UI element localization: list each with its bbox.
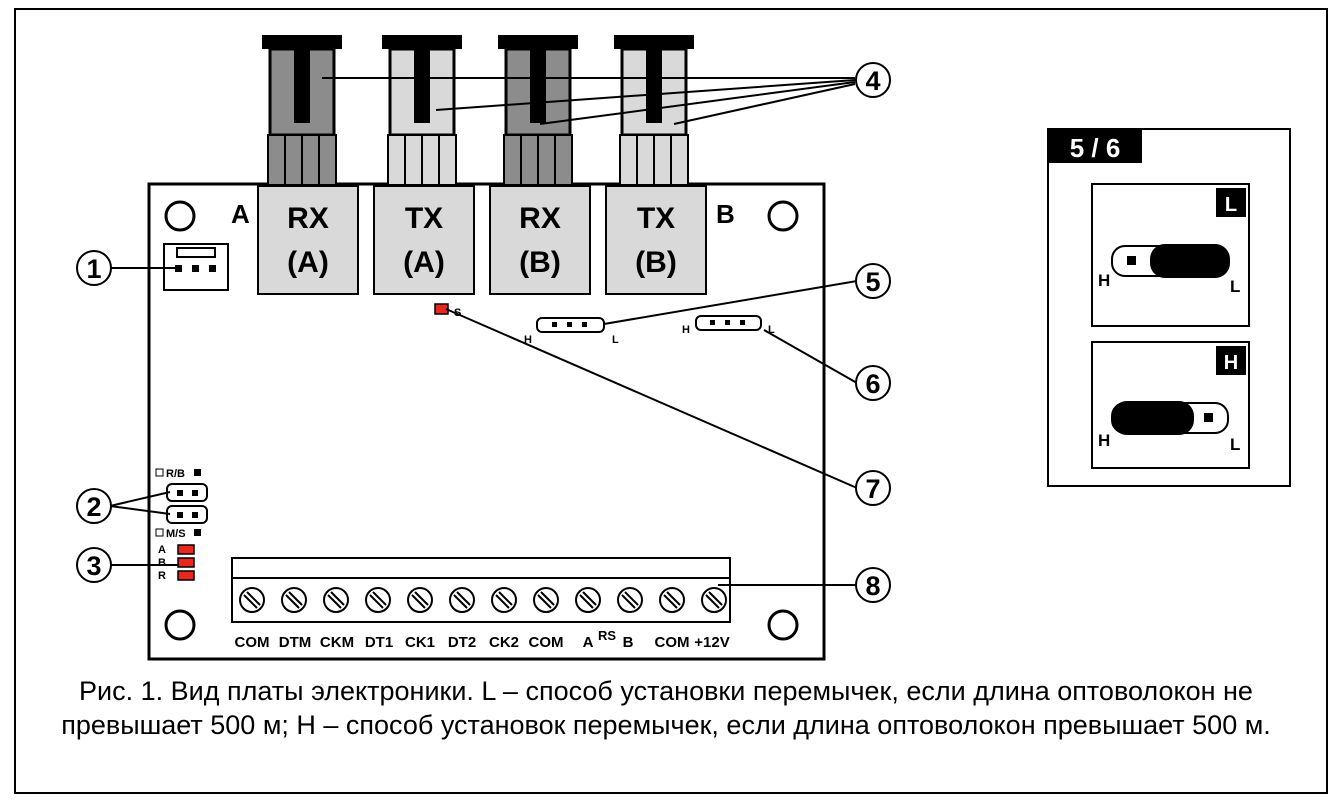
terminal-screw [533, 587, 559, 613]
jumper-6: H L [682, 315, 775, 336]
terminal-screw [323, 587, 349, 613]
svg-text:R: R [158, 570, 166, 582]
svg-text:6: 6 [865, 369, 880, 399]
port-rx-b: RX (B) [489, 185, 591, 295]
svg-text:8: 8 [865, 571, 880, 601]
svg-text:R/B: R/B [166, 468, 185, 480]
svg-text:5: 5 [865, 267, 880, 297]
svg-text:L: L [1230, 435, 1240, 454]
svg-text:DT2: DT2 [448, 634, 476, 651]
figure-frame [14, 8, 1328, 794]
port-rx-b-channel: (B) [519, 246, 561, 279]
terminal-screw [575, 587, 601, 613]
inset-title: 5 / 6 [1070, 133, 1121, 163]
inset-panel-h: H H L [1091, 341, 1250, 469]
mounting-hole-bottom-right [767, 609, 799, 641]
port-tx-b-channel: (B) [635, 246, 677, 279]
callout-7: 7 [855, 470, 891, 506]
port-rx-a-name: RX [287, 202, 329, 235]
terminal-labels: COM DTM CKM DT1 CK1 DT2 CK2 COM A RS B C… [235, 628, 730, 651]
svg-text:COM: COM [529, 634, 564, 651]
svg-text:L: L [768, 324, 775, 336]
port-tx-a-channel: (A) [403, 246, 445, 279]
terminal-screw [701, 587, 727, 613]
fiber-connector-rx-b [498, 35, 578, 186]
svg-text:CK1: CK1 [405, 634, 435, 651]
figure-caption: Рис. 1. Вид платы электроники. L – спосо… [61, 676, 1271, 740]
terminal-screw [407, 587, 433, 613]
port-tx-a-name: TX [405, 202, 443, 235]
mounting-hole-top-right [767, 200, 799, 232]
callout-8: 8 [855, 567, 891, 603]
terminal-screw [617, 587, 643, 613]
mounting-hole-top-left [164, 200, 196, 232]
inset-panel-l: L H L [1091, 183, 1250, 327]
svg-text:CK2: CK2 [489, 634, 519, 651]
terminal-screw [491, 587, 517, 613]
svg-text:A: A [583, 634, 594, 651]
status-leds: A B R [158, 544, 195, 582]
callout-2: 2 [76, 488, 112, 524]
fiber-connector-tx-b [614, 35, 694, 186]
callout-6: 6 [855, 365, 891, 401]
port-tx-b-name: TX [637, 202, 675, 235]
terminal-screws [239, 587, 727, 613]
svg-text:RS: RS [598, 628, 616, 643]
fiber-connector-tx-a [382, 35, 462, 186]
mounting-hole-bottom-left [164, 609, 196, 641]
svg-text:H: H [524, 334, 532, 346]
terminal-screw [239, 587, 265, 613]
terminal-screw [281, 587, 307, 613]
svg-text:7: 7 [865, 474, 880, 504]
svg-text:COM: COM [235, 634, 270, 651]
svg-text:L: L [1230, 277, 1240, 296]
svg-text:H: H [1098, 431, 1110, 450]
terminal-block [231, 557, 731, 623]
terminal-screw [365, 587, 391, 613]
corner-label-a: A [231, 199, 250, 229]
svg-text:DT1: DT1 [365, 634, 393, 651]
svg-text:B: B [623, 634, 634, 651]
leader-lines [109, 77, 858, 586]
svg-text:2: 2 [86, 492, 101, 522]
svg-text:4: 4 [865, 66, 880, 96]
svg-text:B: B [158, 557, 166, 569]
svg-text:COM: COM [655, 634, 690, 651]
callout-3: 3 [76, 547, 112, 583]
svg-text:+12V: +12V [694, 634, 729, 651]
svg-text:DTM: DTM [279, 634, 312, 651]
corner-label-b: B [716, 199, 735, 229]
svg-text:L: L [612, 334, 619, 346]
svg-text:H: H [1098, 271, 1110, 290]
terminal-screw [449, 587, 475, 613]
svg-text:L: L [1225, 194, 1237, 216]
svg-text:A: A [158, 544, 166, 556]
port-rx-b-name: RX [519, 202, 561, 235]
port-tx-a: TX (A) [373, 185, 475, 295]
fiber-connector-rx-a [262, 35, 342, 186]
svg-text:M/S: M/S [166, 528, 186, 540]
port-rx-a-channel: (A) [287, 246, 329, 279]
port-tx-b: TX (B) [605, 185, 707, 295]
port-rx-a: RX (A) [257, 185, 359, 295]
svg-text:3: 3 [86, 551, 101, 581]
jumper-rb-ms: R/B M/S [155, 468, 208, 540]
callout-5: 5 [855, 263, 891, 299]
callout-1: 1 [76, 250, 112, 286]
callout-4: 4 [855, 62, 891, 98]
svg-text:CKM: CKM [320, 634, 354, 651]
svg-text:H: H [1224, 352, 1238, 374]
jumper-inset: 5 / 6 L H L H H L [1047, 128, 1291, 487]
terminal-screw [659, 587, 685, 613]
svg-text:H: H [682, 324, 690, 336]
svg-text:1: 1 [86, 254, 101, 284]
jumper-5: H L [524, 317, 619, 346]
